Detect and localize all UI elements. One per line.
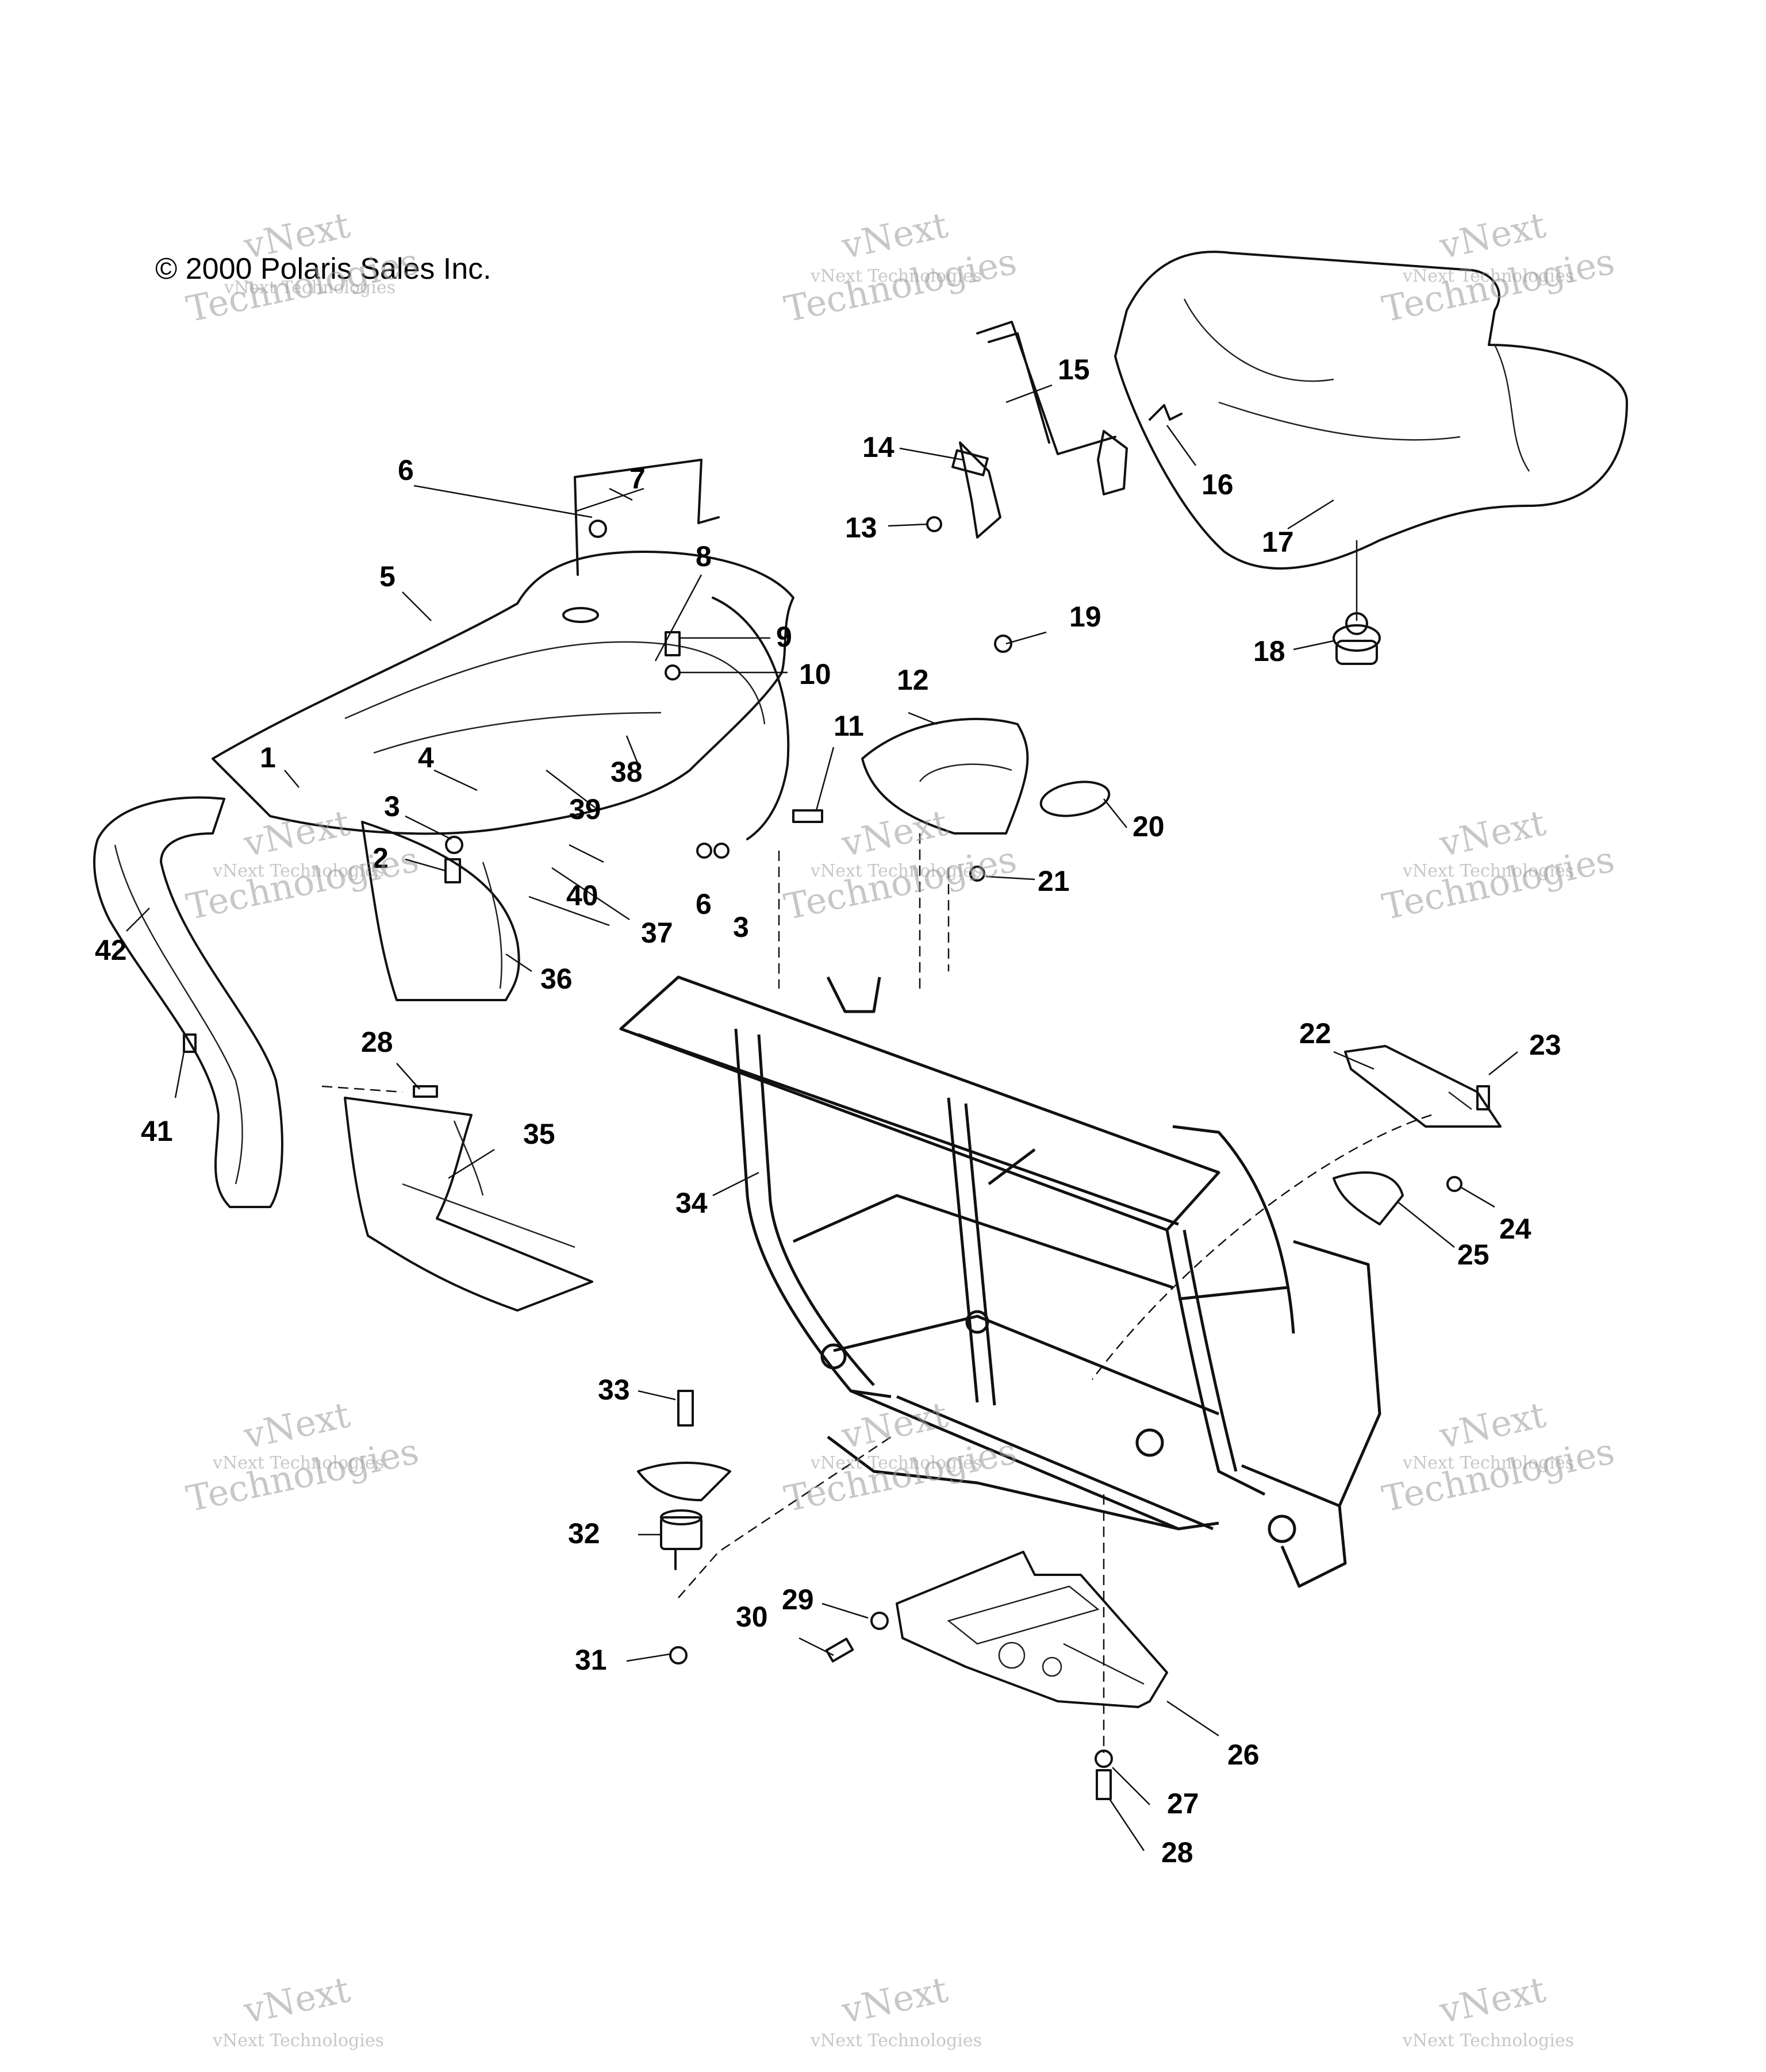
rear-fender-part: [212, 551, 794, 840]
callout-24: 24: [1499, 1213, 1531, 1245]
watermark: vNext vNext Technologies Technologies: [781, 1394, 1020, 1520]
rubber-mount-part: [660, 1509, 702, 1570]
reflector-part: [1039, 781, 1111, 817]
svg-text:vNext Technologies: vNext Technologies: [212, 2031, 384, 2051]
svg-text:vNext Technologies: vNext Technologies: [1402, 861, 1574, 881]
svg-text:vNext: vNext: [240, 1969, 354, 2032]
seat-latch-part: [926, 321, 1183, 539]
callout-5: 5: [379, 560, 396, 593]
left-fender-part: [361, 821, 520, 1001]
callout-7: 7: [629, 463, 646, 495]
svg-text:vNext Technologies: vNext Technologies: [1402, 1453, 1574, 1473]
watermark: vNext vNext Technologies: [212, 1969, 384, 2051]
callout-41: 41: [141, 1115, 173, 1147]
callout-18: 18: [1253, 635, 1285, 667]
svg-text:vNext Technologies: vNext Technologies: [224, 278, 396, 298]
watermark: vNext vNext Technologies Technologies: [1379, 802, 1618, 928]
svg-text:vNext Technologies: vNext Technologies: [1402, 266, 1574, 286]
seat-grommet-part: [1333, 612, 1381, 665]
callout-16: 16: [1201, 468, 1234, 501]
callout-6-b: 6: [696, 888, 712, 920]
plate-bracket-part: [1344, 1045, 1502, 1128]
watermark: vNext vNext Technologies Technologies: [781, 802, 1020, 928]
callout-30: 30: [736, 1601, 768, 1633]
callout-28: 28: [1161, 1836, 1193, 1869]
callout-28-b: 28: [361, 1026, 393, 1058]
callout-1: 1: [260, 741, 276, 774]
callout-34: 34: [675, 1187, 708, 1219]
rack-bracket-part: [574, 459, 720, 576]
callout-37: 37: [641, 917, 673, 949]
callout-19: 19: [1069, 601, 1101, 633]
watermark: vNext vNext Technologies Technologies: [1379, 1394, 1618, 1520]
callout-20: 20: [1132, 810, 1165, 843]
callout-21: 21: [1038, 865, 1070, 897]
leader-lines: [126, 384, 1518, 1851]
svg-text:vNext Technologies: vNext Technologies: [810, 1453, 982, 1473]
callout-40: 40: [566, 879, 598, 912]
footwell-part: [344, 1097, 593, 1312]
watermark: vNext vNext Technologies Technologies: [1379, 204, 1618, 330]
callout-42: 42: [95, 934, 127, 966]
watermark: vNext vNext Technologies: [810, 1969, 982, 2051]
callout-15: 15: [1058, 353, 1090, 386]
callout-33: 33: [598, 1374, 630, 1406]
callout-22: 22: [1299, 1017, 1331, 1050]
callout-2: 2: [373, 842, 389, 874]
watermark: vNext vNext Technologies: [1402, 1969, 1574, 2051]
svg-text:vNext: vNext: [1435, 1969, 1549, 2032]
callout-13: 13: [845, 512, 877, 544]
mount-plate-part: [637, 1462, 731, 1501]
svg-text:vNext Technologies: vNext Technologies: [810, 861, 982, 881]
callout-26: 26: [1227, 1739, 1260, 1771]
callout-25: 25: [1457, 1239, 1489, 1271]
copyright-text: © 2000 Polaris Sales Inc.: [155, 252, 492, 286]
callout-14: 14: [862, 431, 894, 463]
callout-labels: 1 2 3 3 4 5 6 6 7 8 9 10 11 12 13 14 15 …: [95, 353, 1561, 1869]
callout-9: 9: [776, 621, 792, 653]
callout-12: 12: [897, 664, 929, 696]
svg-text:vNext Technologies: vNext Technologies: [810, 266, 982, 286]
callout-11: 11: [834, 710, 864, 742]
callout-36: 36: [540, 963, 573, 995]
callout-3: 3: [384, 790, 400, 822]
callout-8: 8: [696, 540, 712, 572]
seat-part: [1114, 251, 1628, 621]
callout-23: 23: [1529, 1029, 1561, 1061]
callout-27: 27: [1167, 1787, 1199, 1820]
callout-39: 39: [569, 793, 601, 825]
callout-10: 10: [799, 658, 831, 690]
dashed-assembly-lines: [321, 833, 1432, 1753]
watermark: vNext vNext Technologies Technologies: [781, 204, 1020, 330]
svg-text:vNext Technologies: vNext Technologies: [810, 2031, 982, 2051]
callout-17: 17: [1262, 526, 1294, 558]
callout-4: 4: [418, 741, 434, 774]
gusset-plate-part: [1333, 1171, 1404, 1225]
callout-29: 29: [782, 1583, 814, 1616]
svg-text:vNext Technologies: vNext Technologies: [212, 861, 384, 881]
svg-text:vNext Technologies: vNext Technologies: [212, 1453, 384, 1473]
skid-plate-part: [896, 1551, 1168, 1708]
svg-text:vNext Technologies: vNext Technologies: [1402, 2031, 1574, 2051]
svg-text:vNext: vNext: [838, 1969, 951, 2032]
callout-32: 32: [568, 1517, 600, 1550]
main-frame-part: [619, 975, 1381, 1588]
callout-38: 38: [611, 756, 643, 788]
callout-35: 35: [523, 1118, 555, 1150]
callout-6: 6: [398, 454, 414, 486]
mud-flap-part: [93, 796, 283, 1208]
watermark: vNext vNext Technologies Technologies: [183, 1394, 423, 1520]
callout-3-b: 3: [733, 911, 749, 943]
callout-31: 31: [575, 1644, 607, 1676]
